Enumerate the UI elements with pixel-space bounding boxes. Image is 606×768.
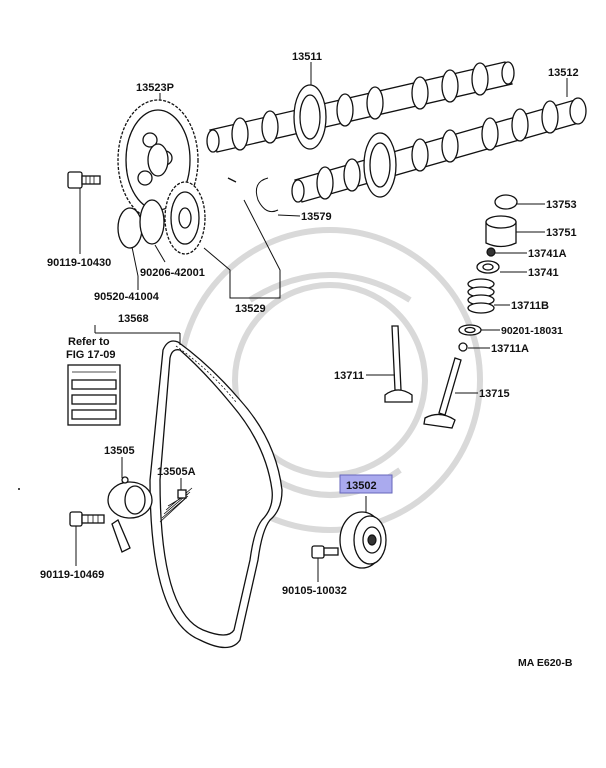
label-13753[interactable]: 13753 — [546, 199, 577, 211]
camshaft-gear[interactable] — [164, 181, 206, 255]
label-90119-10430[interactable]: 90119-10430 — [47, 257, 111, 269]
label-13502[interactable]: 13502 — [346, 480, 377, 492]
label-90119-10469[interactable]: 90119-10469 — [40, 569, 104, 581]
label-13511[interactable]: 13511 — [292, 51, 322, 63]
bolt-idler[interactable] — [311, 545, 339, 559]
label-13529[interactable]: 13529 — [235, 303, 266, 315]
label-13715[interactable]: 13715 — [479, 388, 510, 400]
label-13505a[interactable]: 13505A — [157, 466, 196, 478]
label-13579[interactable]: 13579 — [301, 211, 332, 223]
part-labels: 13511 13512 13523P 13753 13751 13741A 13… — [40, 51, 579, 669]
camshaft-lower[interactable] — [291, 97, 587, 203]
label-13711b[interactable]: 13711B — [511, 300, 549, 312]
label-90206-42001[interactable]: 90206-42001 — [140, 267, 205, 279]
belt-tensioner[interactable] — [107, 476, 153, 553]
valve-13711[interactable] — [384, 325, 413, 403]
label-90520-41004[interactable]: 90520-41004 — [94, 291, 160, 303]
label-13512[interactable]: 13512 — [548, 67, 579, 79]
label-13505[interactable]: 13505 — [104, 445, 135, 457]
valve-train[interactable] — [458, 194, 518, 352]
bolt-lower[interactable] — [69, 511, 105, 527]
stray-dot — [18, 488, 20, 490]
label-90105-10032[interactable]: 90105-10032 — [282, 585, 347, 597]
camshaft-upper[interactable] — [206, 61, 515, 153]
valve-13715[interactable] — [423, 357, 462, 429]
label-13741[interactable]: 13741 — [528, 267, 559, 279]
label-13568[interactable]: 13568 — [118, 313, 149, 325]
highlight-13502 — [339, 474, 393, 494]
diagram-code: MA E620-B — [518, 657, 573, 669]
label-13711a[interactable]: 13711A — [491, 343, 529, 355]
reference-card — [67, 364, 121, 426]
idler-pulley[interactable] — [339, 511, 387, 569]
leader-lines — [75, 62, 568, 582]
label-13711[interactable]: 13711 — [334, 370, 364, 382]
snap-rings[interactable] — [117, 199, 165, 249]
pin-13579[interactable] — [227, 177, 279, 213]
label-13741a[interactable]: 13741A — [528, 248, 567, 260]
refer-note-line1: Refer to — [68, 336, 110, 348]
label-13523p[interactable]: 13523P — [136, 82, 174, 94]
refer-note-line2[interactable]: FIG 17-09 — [66, 349, 116, 361]
label-13751[interactable]: 13751 — [546, 227, 577, 239]
tensioner-spring[interactable] — [159, 487, 193, 523]
timing-belt[interactable] — [149, 340, 283, 649]
label-90201-18031[interactable]: 90201-18031 — [501, 325, 563, 337]
bolt-upper[interactable] — [67, 171, 101, 189]
